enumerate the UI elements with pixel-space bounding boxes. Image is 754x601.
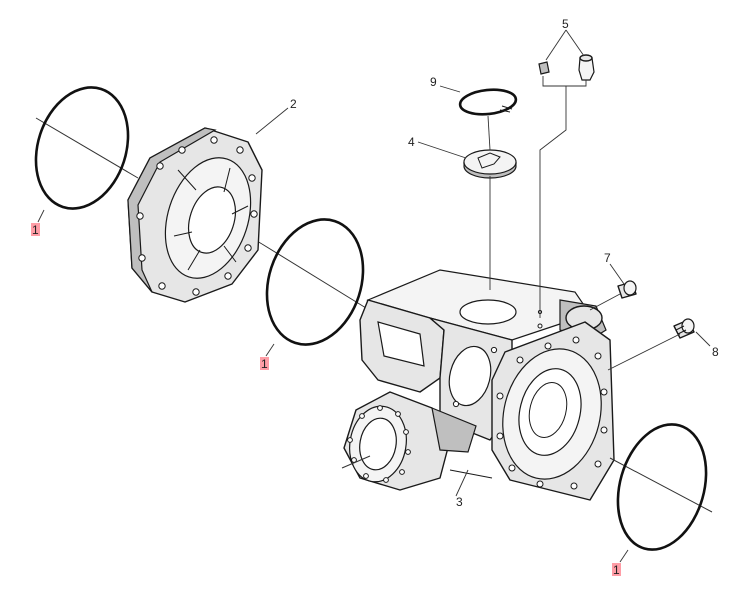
plug-8[interactable] xyxy=(673,318,695,339)
callout-label: 1 xyxy=(32,223,39,237)
o-ring-middle[interactable] xyxy=(251,207,378,357)
cover-flange[interactable] xyxy=(127,127,265,303)
callout-label: 1 xyxy=(261,357,268,371)
callout-2: 2 xyxy=(290,97,297,111)
callout-1-bottom: 1 xyxy=(612,563,621,577)
callout-1-top: 1 xyxy=(31,223,40,237)
callout-3: 3 xyxy=(456,495,463,509)
callout-label: 1 xyxy=(613,563,620,577)
callout-7: 7 xyxy=(604,251,611,265)
cap-plate[interactable] xyxy=(463,149,517,179)
callout-8: 8 xyxy=(712,345,719,359)
leader-lines xyxy=(37,29,711,563)
o-ring-top-left[interactable] xyxy=(21,75,143,220)
callout-9: 9 xyxy=(430,75,437,89)
plug-7[interactable] xyxy=(617,280,637,299)
callout-5: 5 xyxy=(562,17,569,31)
callout-1-middle: 1 xyxy=(260,357,269,371)
o-ring-bottom-right[interactable] xyxy=(604,414,720,560)
breather-fittings[interactable] xyxy=(538,54,595,81)
axle-housing[interactable] xyxy=(341,269,615,501)
callout-4: 4 xyxy=(408,135,415,149)
snap-ring[interactable] xyxy=(458,87,518,117)
